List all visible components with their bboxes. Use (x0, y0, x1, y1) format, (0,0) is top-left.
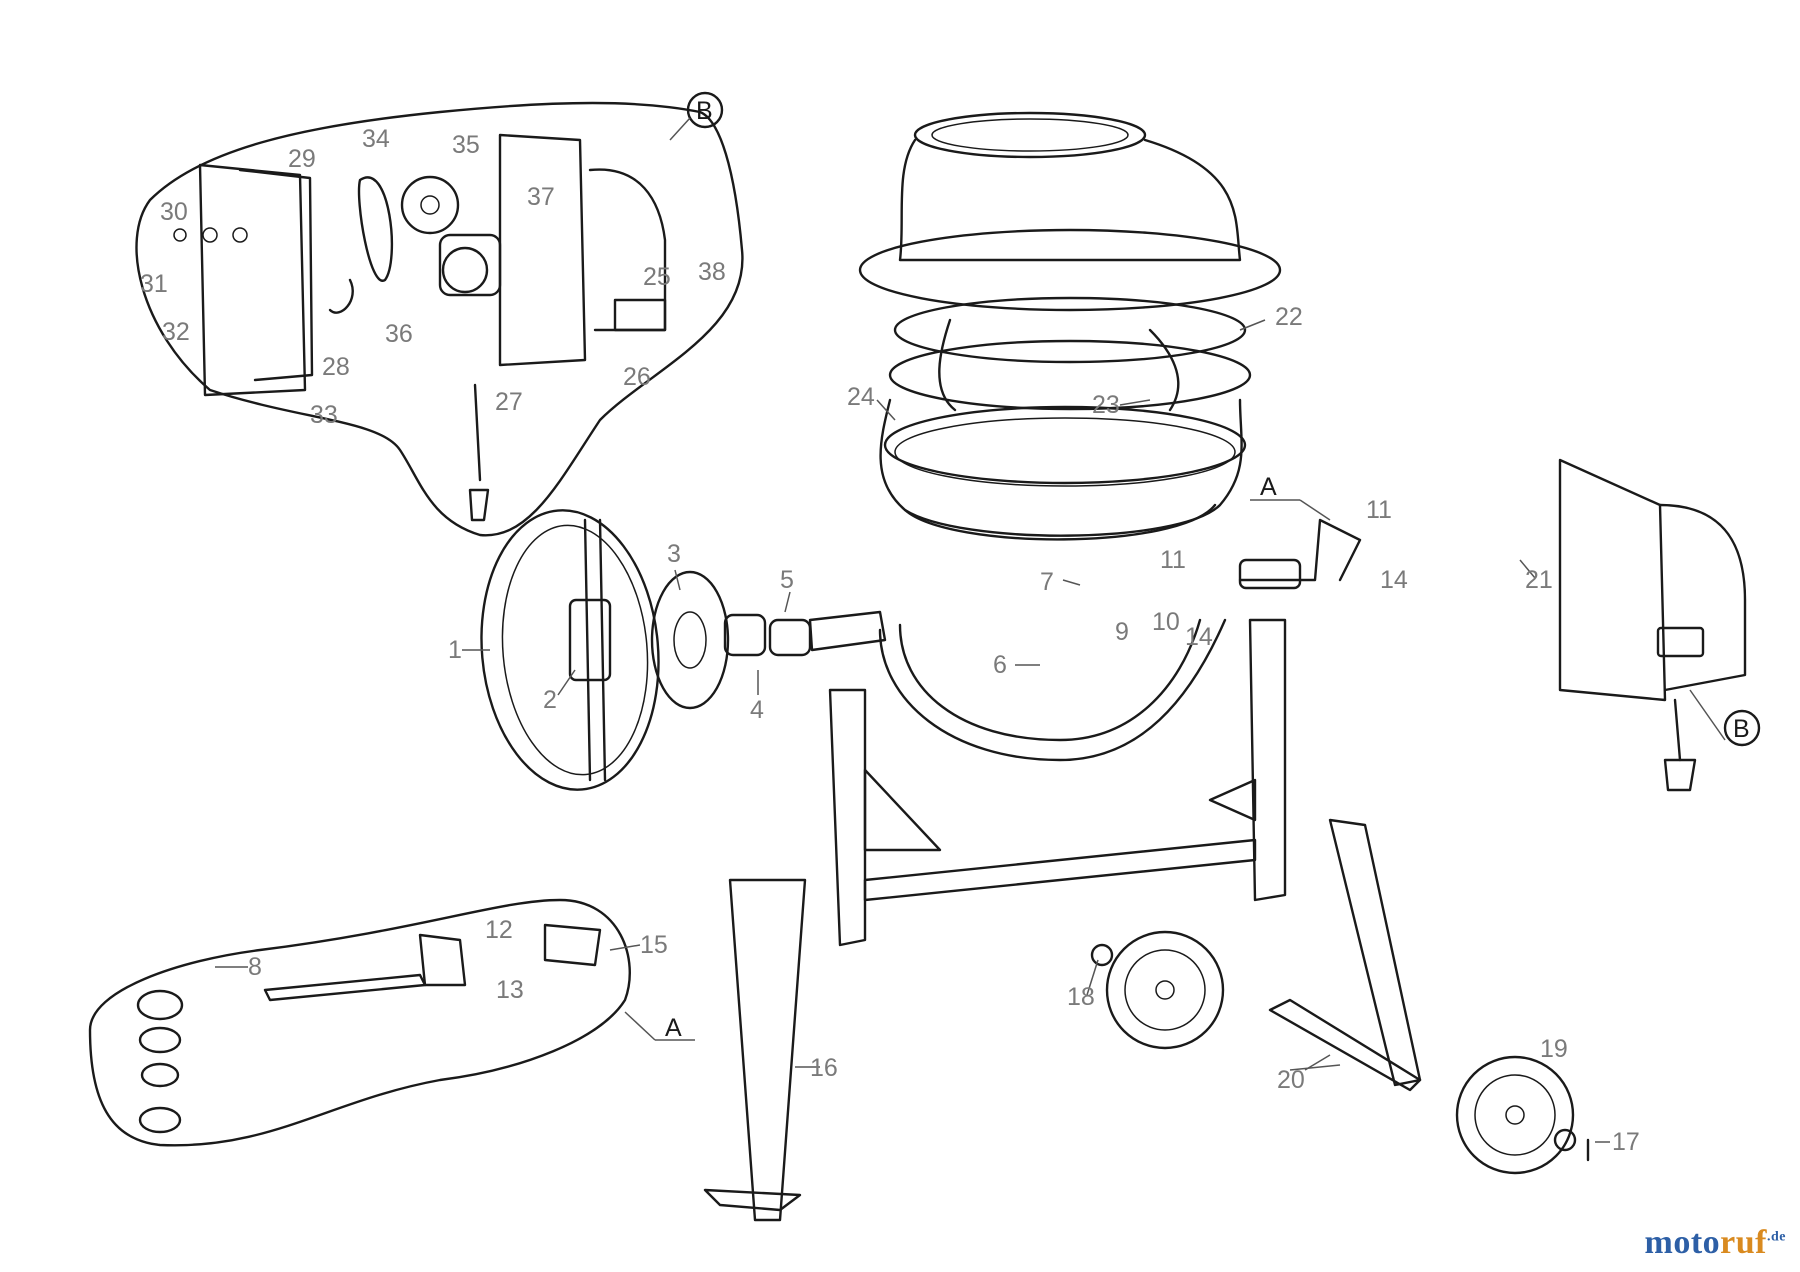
callout-29: 29 (288, 145, 316, 173)
callout-13: 13 (496, 976, 524, 1004)
callout-15: 15 (640, 931, 668, 959)
callout-16: 16 (810, 1054, 838, 1082)
callout-14b: 14 (1185, 623, 1213, 651)
callout-25: 25 (643, 263, 671, 291)
callout-5: 5 (780, 566, 794, 594)
callout-34: 34 (362, 125, 390, 153)
callout-32: 32 (162, 318, 190, 346)
callout-24: 24 (847, 383, 875, 411)
callout-17: 17 (1612, 1128, 1640, 1156)
callout-numbers: 1 2 3 4 5 6 7 8 9 10 11 11 12 13 14 14 1… (140, 125, 1640, 1156)
callout-18: 18 (1067, 983, 1095, 1011)
callout-31: 31 (140, 270, 168, 298)
callout-30: 30 (160, 198, 188, 226)
callout-4: 4 (750, 696, 764, 724)
watermark-part3: .de (1767, 1229, 1786, 1245)
callout-6: 6 (993, 651, 1007, 679)
callout-38: 38 (698, 258, 726, 286)
callout-11b: 11 (1366, 496, 1392, 524)
callout-33: 33 (310, 401, 338, 429)
callout-20: 20 (1277, 1066, 1305, 1094)
callout-7: 7 (1040, 568, 1054, 596)
callout-11a: 11 (1160, 546, 1186, 574)
callout-8: 8 (248, 953, 262, 981)
detail-a-pointer: A (1238, 473, 1362, 590)
mixer-frame (703, 618, 1590, 1222)
callout-22: 22 (1275, 303, 1303, 331)
handwheel (480, 509, 660, 791)
detail-a-bubble: A (88, 898, 695, 1147)
callout-10: 10 (1152, 608, 1180, 636)
watermark-part2: ruf (1720, 1224, 1767, 1261)
drum-assembly (858, 111, 1282, 541)
callout-35: 35 (452, 131, 480, 159)
callout-3: 3 (667, 540, 681, 568)
leader-lines (215, 319, 1610, 1143)
callout-37: 37 (527, 183, 555, 211)
pinion-shaft (650, 570, 887, 710)
callout-23: 23 (1092, 391, 1120, 419)
callout-14a: 14 (1380, 566, 1408, 594)
callout-9: 9 (1115, 618, 1129, 646)
callout-19: 19 (1540, 1035, 1568, 1063)
callout-12: 12 (485, 916, 513, 944)
callout-27: 27 (495, 388, 523, 416)
callout-26: 26 (623, 363, 651, 391)
detail-a-label-top: A (1260, 473, 1277, 501)
motor-housing: B (1558, 458, 1761, 792)
watermark-part1: moto (1644, 1224, 1721, 1261)
callout-2: 2 (543, 686, 557, 714)
callout-28: 28 (322, 353, 350, 381)
detail-b-label-top: B (696, 97, 713, 125)
callout-21: 21 (1525, 566, 1553, 594)
detail-b-label-right: B (1733, 715, 1750, 743)
callout-36: 36 (385, 320, 413, 348)
watermark-logo: motoruf.de (1645, 1224, 1786, 1262)
callout-1: 1 (448, 636, 462, 664)
detail-b-bubble: B (135, 91, 744, 537)
detail-a-label-bottom: A (665, 1014, 682, 1042)
